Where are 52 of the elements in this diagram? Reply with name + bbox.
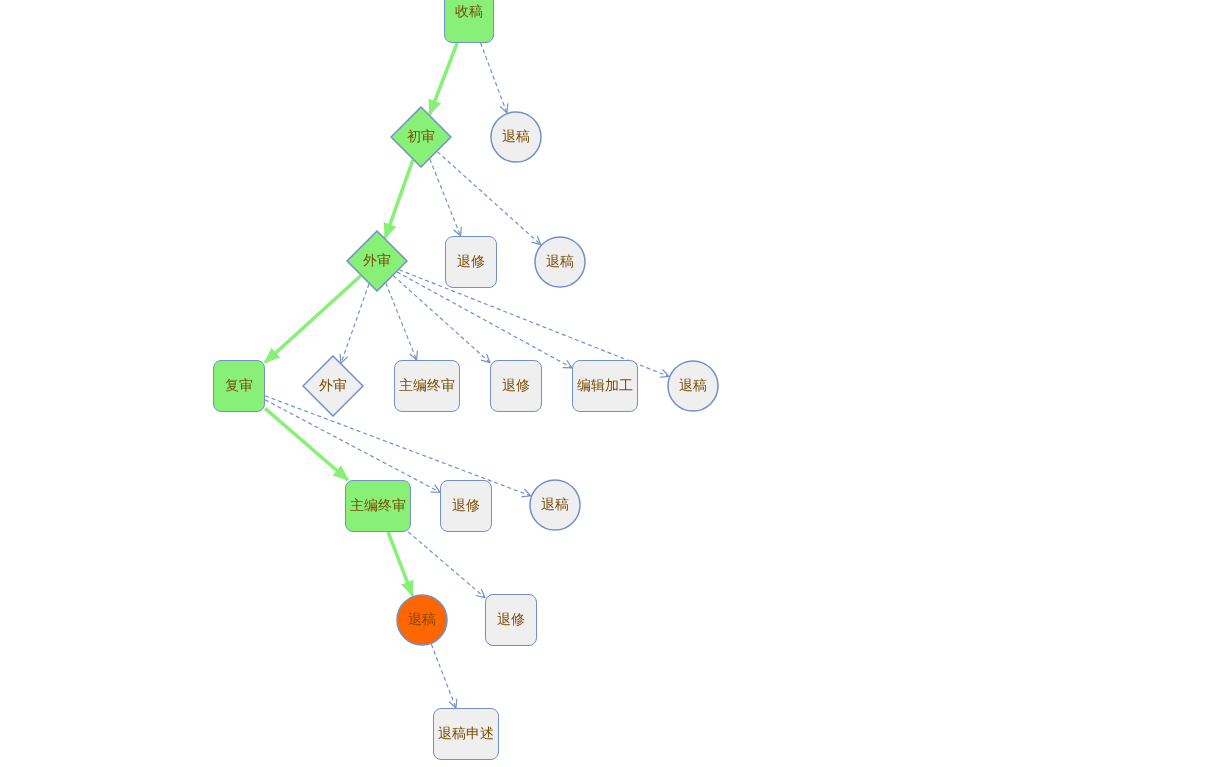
arrow: [263, 274, 362, 364]
arrow: [429, 158, 462, 237]
arrow: [383, 159, 415, 240]
arrow: [392, 275, 491, 364]
arrow: [385, 282, 418, 361]
arrow: [480, 42, 509, 114]
node-label: 收稿: [455, 4, 483, 20]
arrow: [264, 395, 532, 498]
end-circle: [490, 111, 542, 163]
decision-diamond: [390, 106, 452, 168]
node-label: 外审: [363, 253, 391, 269]
process-box: [490, 360, 542, 412]
process-box: [394, 360, 460, 412]
node-label: 主编终审: [399, 378, 455, 394]
end-circle: [534, 236, 586, 288]
arrow: [436, 151, 542, 246]
arrow: [386, 531, 415, 597]
arrow: [264, 399, 441, 493]
node-label: 主编终审: [350, 498, 406, 514]
end-circle: [396, 594, 448, 646]
node-label: 外审: [319, 378, 347, 394]
process-box: [433, 708, 499, 760]
node-label: 退稿: [679, 378, 707, 394]
node-label: 编辑加工: [577, 378, 633, 394]
arrow: [263, 407, 350, 482]
decision-diamond: [346, 230, 408, 292]
node-label: 初审: [407, 129, 435, 145]
process-box: [440, 480, 492, 532]
process-box: [345, 480, 411, 532]
arrow: [396, 271, 573, 369]
node-label: 退稿申述: [438, 726, 494, 742]
node-label: 退修: [452, 498, 480, 514]
arrow: [430, 643, 458, 709]
node-label: 复审: [225, 378, 253, 394]
node-label: 退稿: [541, 497, 569, 513]
node-label: 退稿: [502, 129, 530, 145]
process-box: [445, 236, 497, 288]
arrow: [339, 283, 370, 364]
decision-diamond: [302, 355, 364, 417]
end-circle: [667, 360, 719, 412]
node-label: 退修: [502, 378, 530, 394]
node-label: 退稿: [408, 612, 436, 628]
arrow: [407, 531, 486, 599]
arrow: [427, 42, 459, 116]
end-circle: [529, 479, 581, 531]
arrow: [398, 269, 670, 378]
process-box: [572, 360, 638, 412]
node-label: 退修: [457, 254, 485, 270]
process-box: [485, 594, 537, 646]
process-box: [213, 360, 265, 412]
node-label: 退稿: [546, 254, 574, 270]
node-label: 退修: [497, 612, 525, 628]
